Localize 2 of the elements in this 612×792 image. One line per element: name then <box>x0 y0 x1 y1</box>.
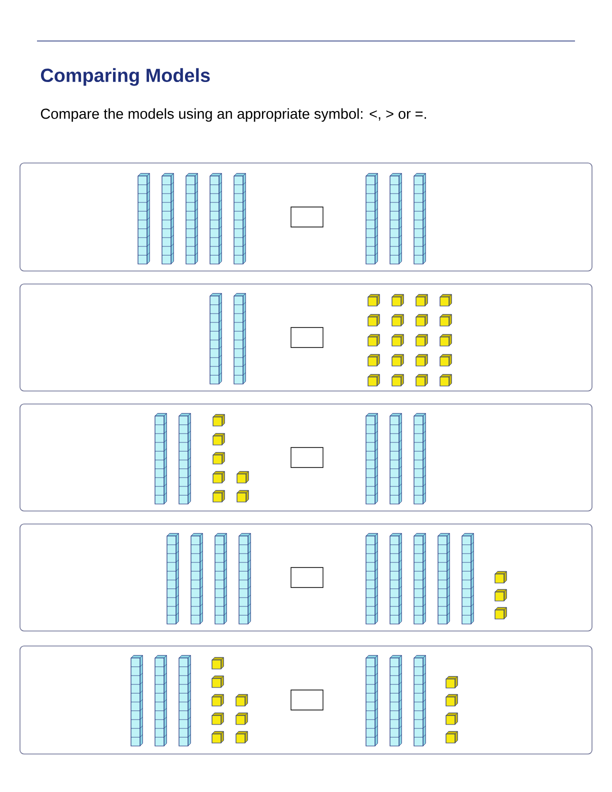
instruction: Compare the models using an appropriate symbol: <, > or =. <box>40 108 426 122</box>
title: Comparing Models <box>40 68 210 86</box>
